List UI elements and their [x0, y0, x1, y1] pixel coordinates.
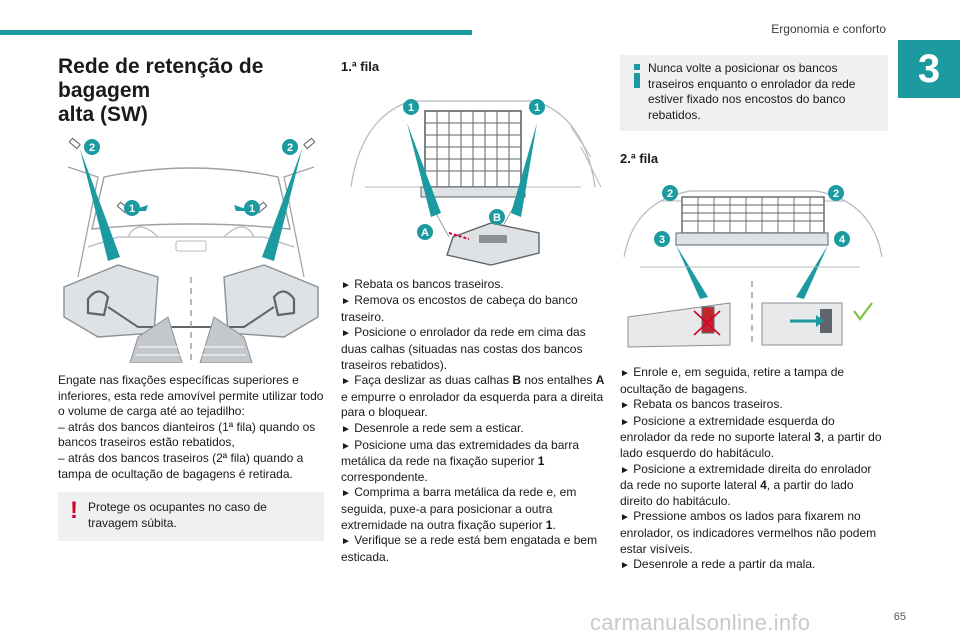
step: ► Rebata os bancos traseiros. [620, 397, 783, 412]
figure-second-row: 2 2 3 4 [623, 184, 883, 348]
section-title: Ergonomia e conforto [771, 22, 886, 36]
callout-1-left: 1 [129, 203, 135, 215]
first-row-steps: ► Rebata os bancos traseiros. ► Remova o… [341, 277, 605, 566]
step: ► Comprima a barra metálica da rede e, e… [341, 485, 577, 532]
page-title-line2: alta (SW) [58, 103, 148, 126]
callout-1-right: 1 [249, 203, 255, 215]
header-accent-bar [0, 30, 472, 35]
step: ► Posicione o enrolador da rede em cima … [341, 325, 586, 372]
arrow-right-icon: ► [620, 367, 630, 379]
subtitle-second-row: 2.ª fila [620, 151, 659, 167]
arrow-right-icon: ► [341, 423, 351, 435]
step: ► Faça deslizar as duas calhas B nos ent… [341, 373, 605, 420]
info-text: Nunca volte a posicionar os bancos trase… [648, 61, 856, 122]
callout-1-right: 1 [534, 102, 540, 114]
column-left: Rede de retenção de bagagem alta (SW) [58, 55, 324, 542]
callout-2-right: 2 [287, 142, 293, 154]
arrow-right-icon: ► [341, 536, 351, 548]
arrow-right-icon: ► [341, 440, 351, 452]
figure-high-load-net: 2 2 1 1 [63, 137, 319, 363]
arrow-right-icon: ► [620, 464, 630, 476]
callout-1-left: 1 [408, 102, 414, 114]
arrow-right-icon: ► [341, 328, 351, 340]
warning-text: Protege os ocupantes no caso de travagem… [88, 500, 267, 530]
arrow-right-icon: ► [620, 512, 630, 524]
step: ► Remova os encostos de cabeça do banco … [341, 293, 578, 324]
step: ► Posicione uma das extremidades da barr… [341, 437, 580, 484]
step: ► Rebata os bancos traseiros. [341, 276, 504, 291]
warning-note: ! Protege os ocupantes no caso de travag… [58, 492, 324, 542]
column-middle: 1.ª fila 1 1 A B ► Rebata os bancos tras… [341, 55, 605, 565]
exclamation-icon: ! [70, 497, 78, 525]
info-note: Nunca volte a posicionar os bancos trase… [620, 55, 888, 132]
step: ► Desenrole a rede a partir da mala. [620, 557, 816, 572]
watermark: carmanualsonline.info [590, 610, 811, 635]
callout-B: B [493, 212, 501, 224]
callout-4: 4 [839, 234, 846, 246]
check-icon [853, 302, 873, 321]
callout-2-left: 2 [89, 142, 95, 154]
arrow-right-icon: ► [620, 560, 630, 572]
arrow-right-icon: ► [620, 416, 630, 428]
step: ► Desenrole a rede sem a esticar. [341, 420, 524, 435]
step: ► Verifique se a rede está bem engatada … [341, 533, 598, 564]
callout-A: A [421, 227, 429, 239]
step: ► Posicione a extremidade direita do enr… [620, 461, 872, 508]
callout-2-right: 2 [833, 188, 839, 200]
arrow-right-icon: ► [341, 376, 351, 388]
arrow-right-icon: ► [341, 488, 351, 500]
second-row-steps: ► Enrole e, em seguida, retire a tampa d… [620, 365, 888, 574]
arrow-right-icon: ► [341, 296, 351, 308]
page-title-line1: Rede de retenção de bagagem [58, 55, 264, 102]
info-icon [634, 64, 640, 88]
page-number: 65 [893, 611, 906, 623]
chapter-number-tab: 3 [898, 40, 960, 98]
subtitle-first-row: 1.ª fila [341, 59, 380, 74]
bullet-rear-row: – atrás dos bancos traseiros (2ª fila) q… [58, 450, 304, 481]
page-title: Rede de retenção de bagagem alta (SW) [58, 55, 324, 127]
arrow-right-icon: ► [620, 400, 630, 412]
column-right: Nunca volte a posicionar os bancos trase… [620, 55, 888, 574]
callout-3: 3 [659, 234, 665, 246]
intro-text: Engate nas fixações específicas superior… [58, 373, 324, 419]
figure-first-row: 1 1 A B [350, 98, 602, 266]
arrow-right-icon: ► [341, 279, 351, 291]
step: ► Pressione ambos os lados para fixarem … [620, 509, 877, 556]
step: ► Posicione a extremidade esquerda do en… [620, 413, 882, 460]
callout-2-left: 2 [667, 188, 673, 200]
step: ► Enrole e, em seguida, retire a tampa d… [620, 364, 845, 396]
bullet-front-row: – atrás dos bancos dianteiros (1ª fila) … [58, 419, 316, 450]
